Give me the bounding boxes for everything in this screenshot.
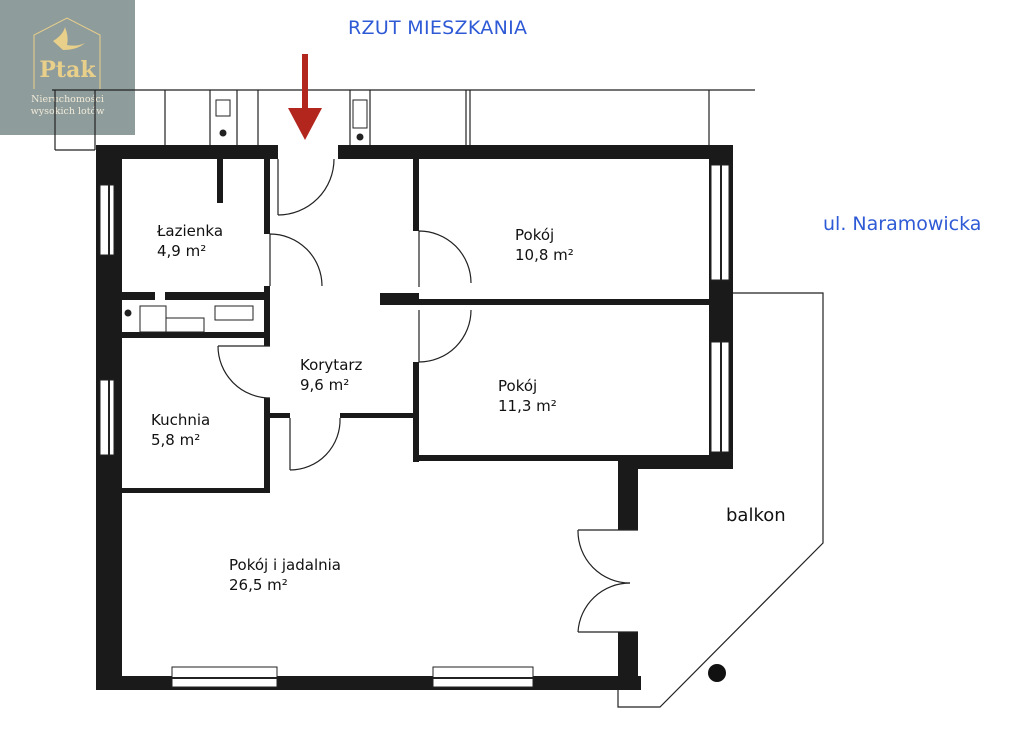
vent-shafts [215,99,368,141]
room-bedroom-1: Pokój 10,8 m² [515,225,574,265]
page-title: RZUT MIESZKANIA [348,17,528,39]
room-area: 9,6 m² [300,376,350,394]
room-area: 10,8 m² [515,246,574,264]
logo-tagline: Nieruchomości wysokich lotów [0,94,135,118]
arrow-down-icon [288,54,322,140]
room-bathroom: Łazienka 4,9 m² [157,221,223,261]
balcony-label: balkon [726,505,786,526]
room-kitchen: Kuchnia 5,8 m² [151,410,210,450]
street-label: ul. Naramowicka [823,213,982,235]
room-name: Łazienka [157,222,224,240]
room-name: Pokój [515,226,555,244]
logo-name: Ptak [39,57,96,83]
room-living-dining: Pokój i jadalnia 26,5 m² [229,555,341,595]
room-area: 5,8 m² [151,431,201,449]
room-name: Pokój [498,377,538,395]
room-area: 26,5 m² [229,576,288,594]
house-bird-icon [33,17,101,89]
room-area: 11,3 m² [498,397,557,415]
room-name: Korytarz [300,356,363,374]
room-name: Pokój i jadalnia [229,556,341,574]
room-name: Kuchnia [151,411,211,429]
room-corridor: Korytarz 9,6 m² [300,355,362,395]
room-bedroom-2: Pokój 11,3 m² [498,376,557,416]
logo-tagline-line2: wysokich lotów [30,106,105,117]
company-logo: Ptak Nieruchomości wysokich lotów [0,0,135,135]
room-area: 4,9 m² [157,242,207,260]
logo-tagline-line1: Nieruchomości [31,94,104,105]
